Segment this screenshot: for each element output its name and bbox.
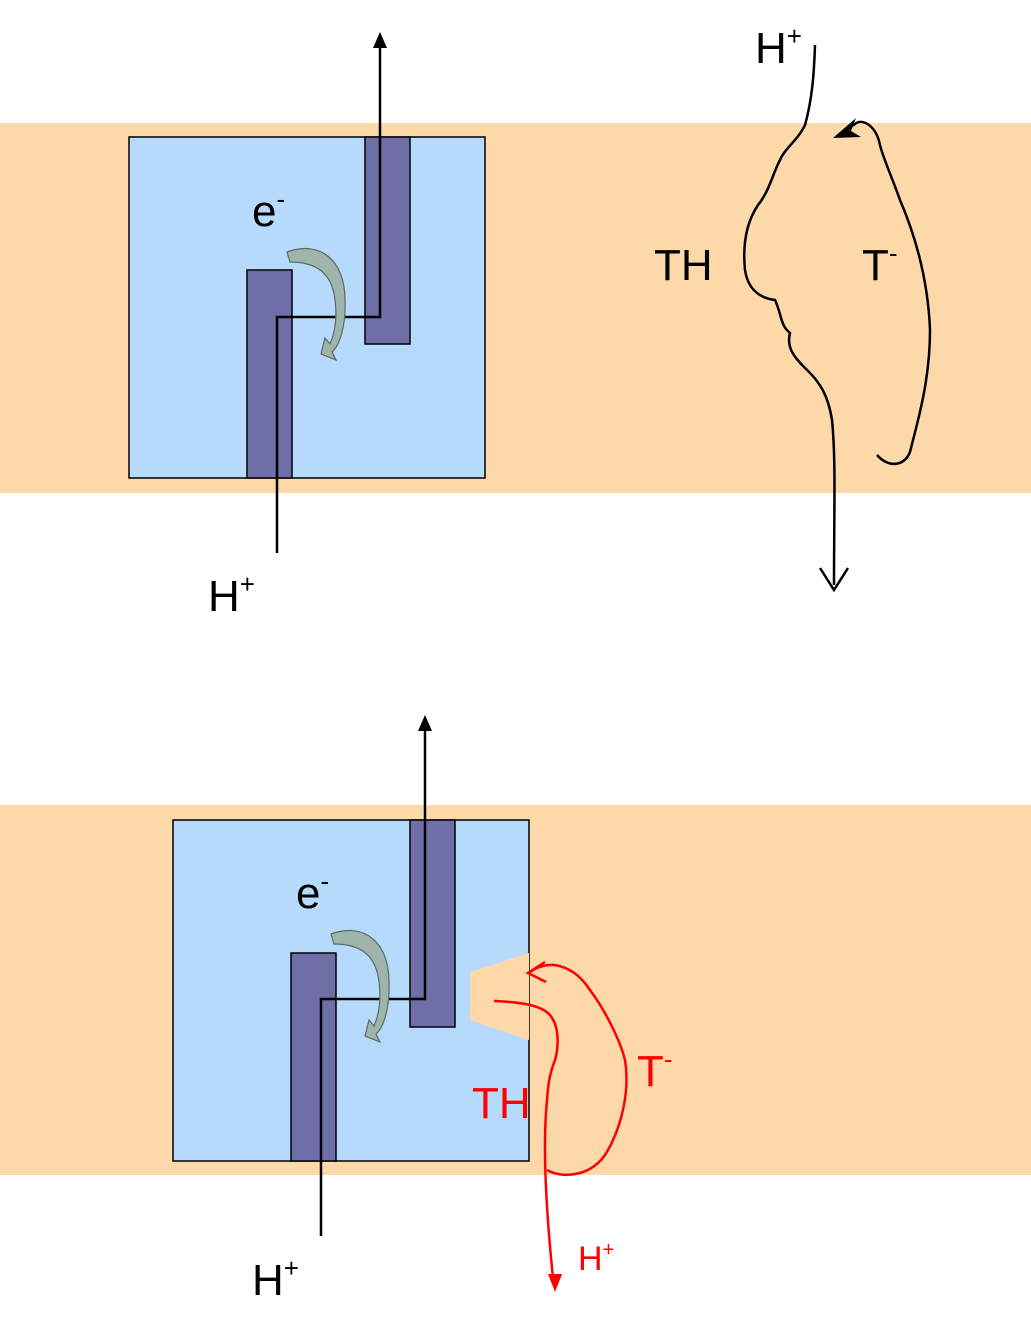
helix-left-bottom [290, 952, 337, 1162]
electron-transfer-arrow-bottom [330, 929, 390, 1044]
acid-label-top: TH [654, 241, 713, 290]
protein-box-top [128, 136, 486, 479]
anion-label-top: T- [862, 238, 898, 290]
proton-label-bottom-top: H+ [208, 569, 255, 621]
shuttle-return-arrowhead-top [833, 118, 861, 138]
electron-label-bottom: e- [296, 866, 329, 918]
proton-path-top [275, 45, 382, 553]
shuttle-down-arrowhead-top [818, 567, 850, 593]
proton-path-bottom [319, 728, 427, 1236]
helix-right-top [364, 136, 411, 345]
electron-transfer-arrow-top [286, 247, 346, 362]
helix-right-bottom [409, 819, 456, 1028]
membrane-notch-bottom [470, 953, 529, 1040]
electron-label-top: e- [252, 184, 285, 236]
red-return-path-bottom [529, 963, 628, 1177]
proton-arrowhead-bottom [418, 715, 432, 731]
proton-arrowhead-top [373, 32, 387, 48]
anion-label-bottom: T- [637, 1044, 673, 1096]
red-arrowhead-down-bottom [548, 1274, 562, 1292]
helix-left-top [246, 269, 293, 479]
shuttle-return-path-top [837, 120, 932, 466]
proton-label-top-right: H+ [755, 21, 802, 73]
acid-label-bottom: TH [472, 1079, 531, 1128]
red-return-arrowhead-bottom [525, 960, 547, 984]
proton-label-bottom-bottom: H+ [252, 1253, 299, 1305]
proton-red-label-bottom: H+ [578, 1239, 614, 1278]
red-shuttle-path-bottom [493, 999, 559, 1279]
shuttle-loop-path-top [743, 44, 836, 586]
